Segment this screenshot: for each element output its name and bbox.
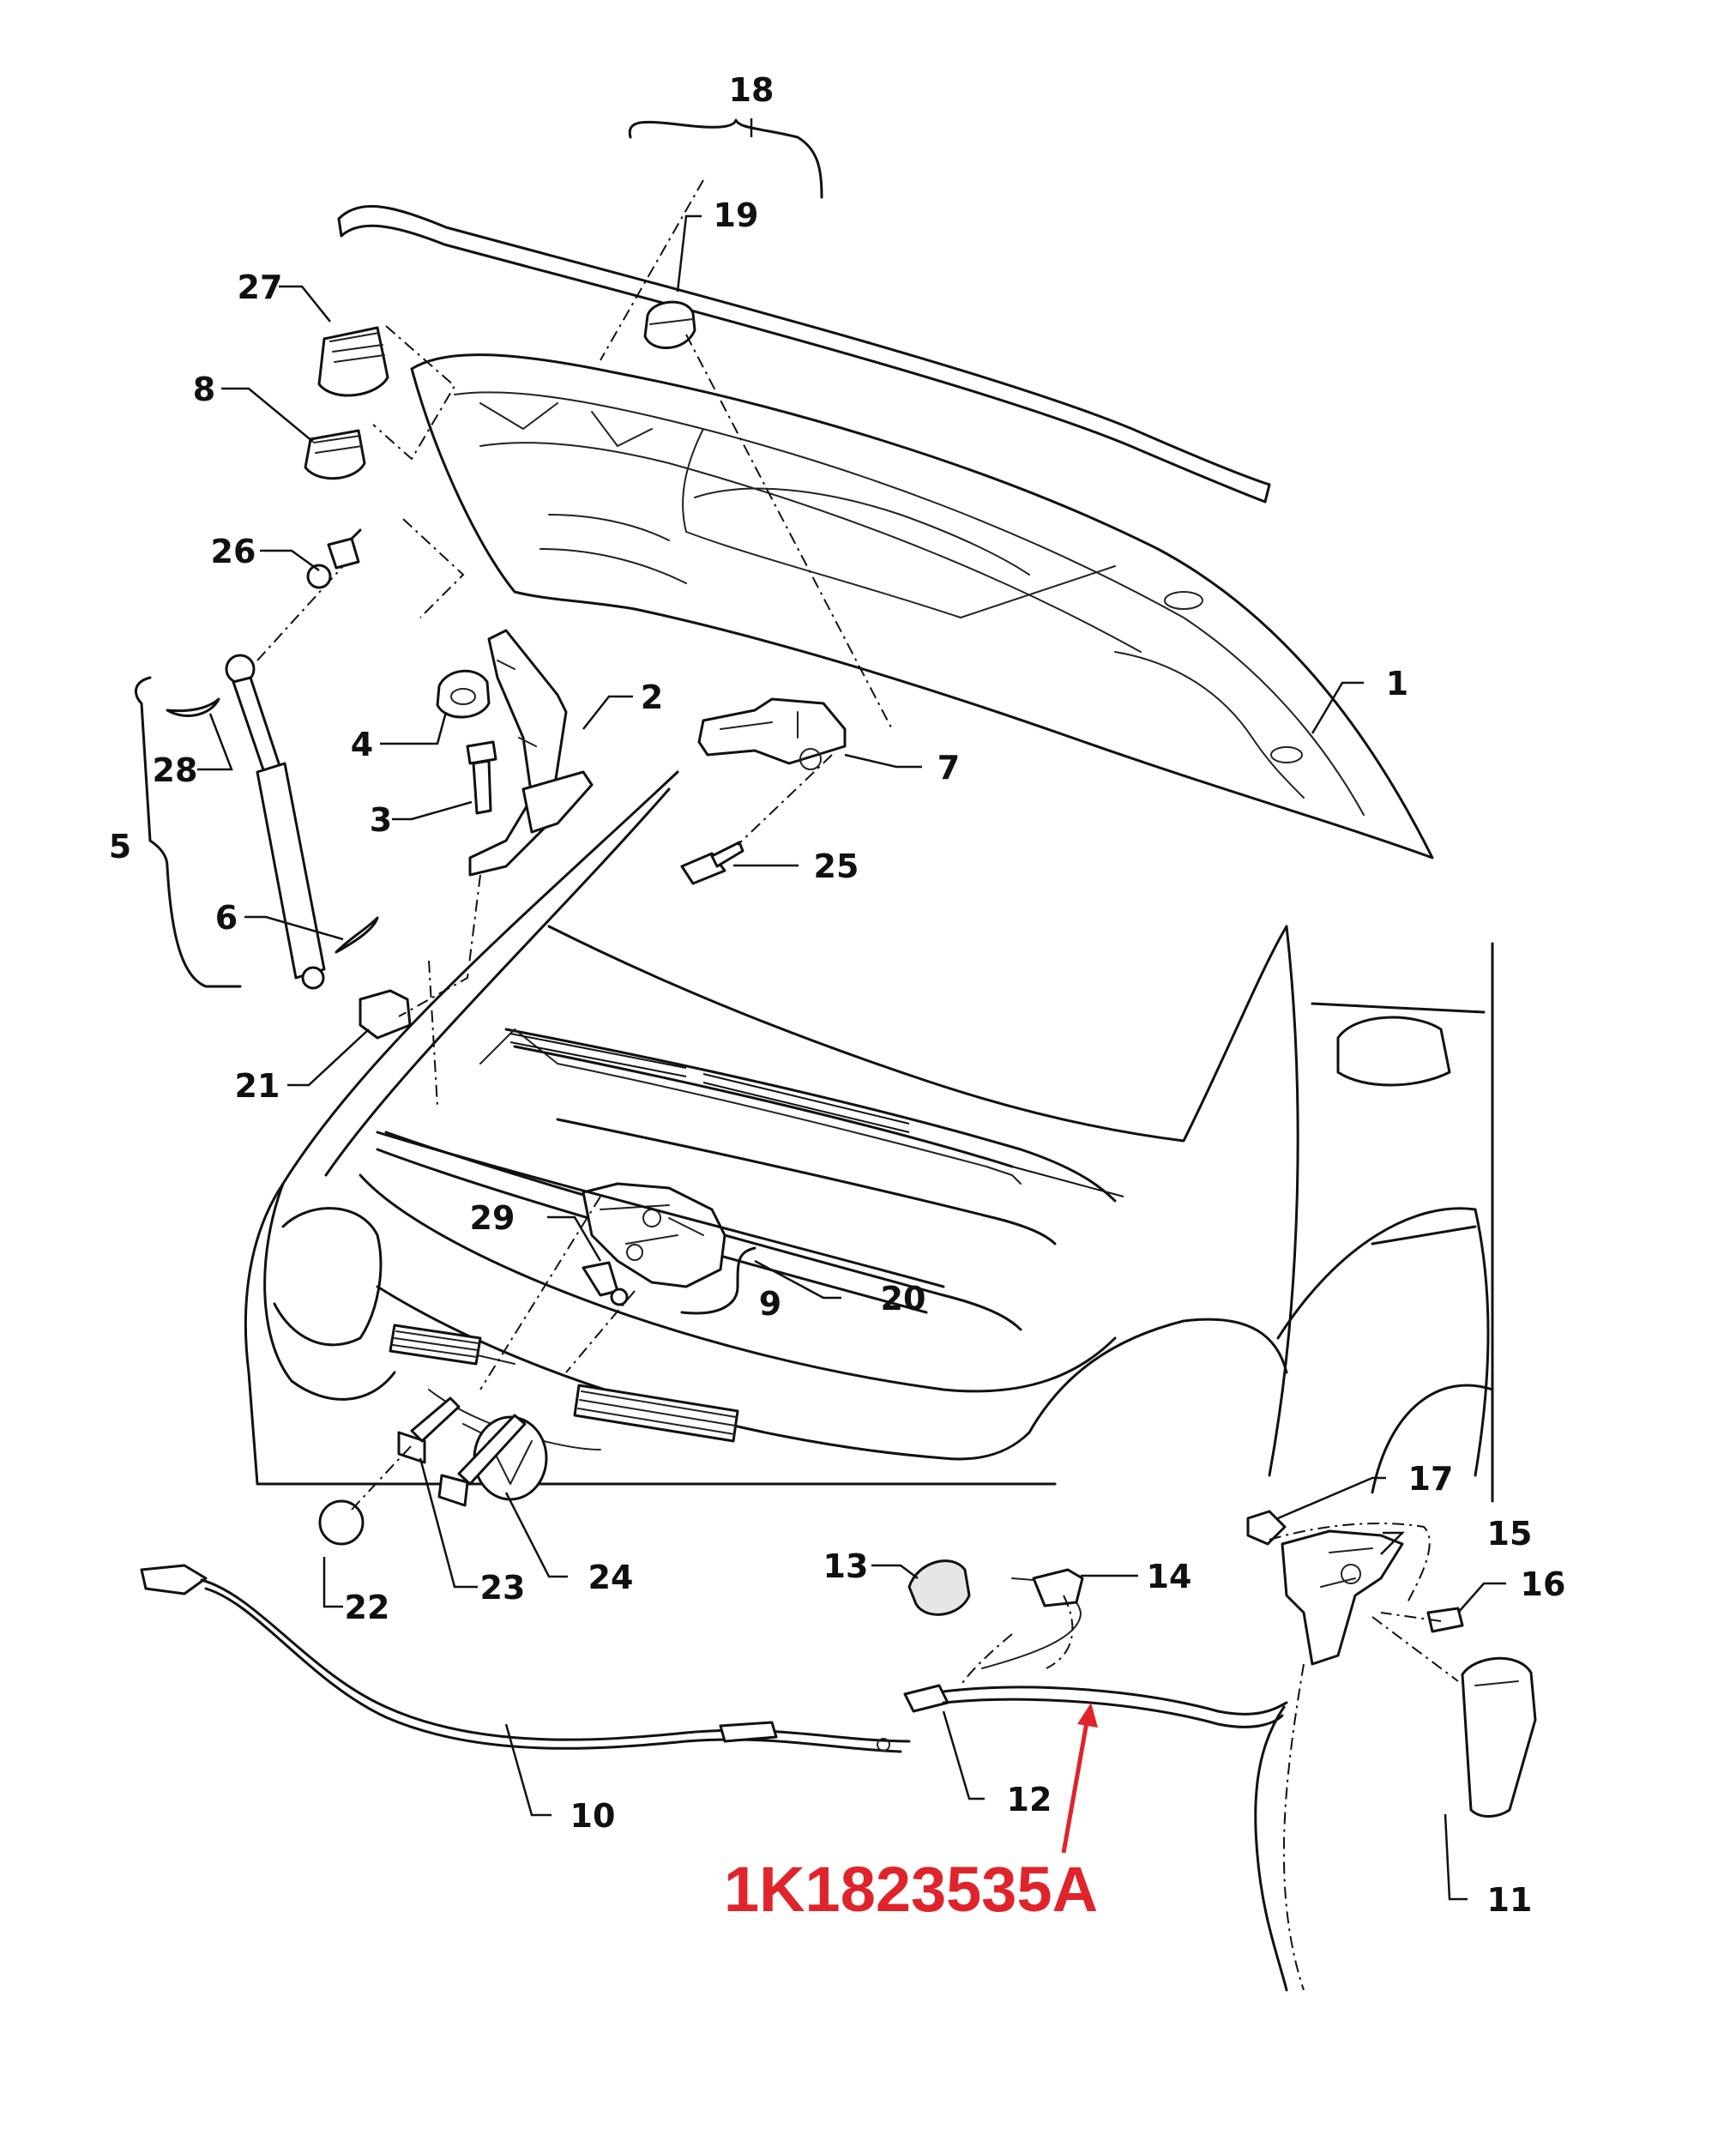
cap-22 <box>318 1499 365 1546</box>
spring-14 <box>1011 1568 1084 1607</box>
lock-lever <box>582 1261 629 1306</box>
assembly-lines <box>256 179 1459 1991</box>
label-3: 3 <box>370 801 392 839</box>
label-4: 4 <box>351 726 373 763</box>
striker-screw <box>680 841 744 885</box>
bracket-9 <box>680 1246 756 1315</box>
label-17: 17 <box>1408 1460 1454 1498</box>
seal-20 <box>376 1131 945 1288</box>
label-1: 1 <box>1386 665 1408 703</box>
clip-17 <box>1246 1510 1287 1546</box>
label-16: 16 <box>1521 1565 1566 1603</box>
release-cable <box>140 1564 911 1753</box>
label-18: 18 <box>729 71 775 109</box>
hinge-nut <box>436 669 491 719</box>
ball-stud <box>306 528 362 589</box>
label-23: 23 <box>480 1569 526 1607</box>
label-9: 9 <box>759 1285 781 1323</box>
part-number-highlight: 1K1823535A <box>724 1854 1098 1925</box>
label-6: 6 <box>215 899 238 937</box>
leader-lines <box>197 118 1506 1901</box>
label-15: 15 <box>1487 1515 1533 1553</box>
hood-panel <box>410 353 1434 859</box>
hood-lock <box>582 1182 726 1288</box>
label-13: 13 <box>823 1547 869 1585</box>
label-29: 29 <box>470 1199 515 1237</box>
label-14: 14 <box>1147 1558 1192 1595</box>
label-2: 2 <box>641 678 663 716</box>
rubber-bump-stop-27 <box>317 326 389 397</box>
hinge-bolt <box>466 740 497 815</box>
label-11: 11 <box>1487 1881 1533 1919</box>
bracket-15 <box>1281 1529 1404 1666</box>
bracket-18 <box>628 118 823 199</box>
grip-11 <box>1461 1656 1537 1818</box>
label-12: 12 <box>1007 1781 1052 1818</box>
label-8: 8 <box>193 371 215 408</box>
rubber-bump-stop-19 <box>643 300 696 349</box>
gas-strut <box>225 654 326 990</box>
screw-16 <box>1426 1607 1464 1633</box>
label-20: 20 <box>881 1280 926 1318</box>
label-24: 24 <box>588 1559 634 1596</box>
label-21: 21 <box>235 1067 280 1105</box>
label-10: 10 <box>570 1797 616 1835</box>
bolt-23 <box>397 1396 461 1464</box>
label-19: 19 <box>714 196 759 234</box>
strut-bracket <box>134 676 242 988</box>
release-handle-13 <box>907 1559 971 1616</box>
car-body <box>244 770 1494 1503</box>
strut-clip-28 <box>166 697 220 717</box>
label-27: 27 <box>238 268 283 306</box>
strut-clip-6 <box>335 916 379 954</box>
callout-numbers: 18 19 27 8 26 1 2 4 7 28 3 5 25 6 21 29 … <box>109 71 1566 1925</box>
hood-hinge <box>468 629 594 877</box>
label-5: 5 <box>109 828 131 865</box>
bowden-cable <box>903 1595 1288 1992</box>
label-26: 26 <box>211 533 256 570</box>
label-28: 28 <box>153 751 198 789</box>
rubber-bump-stop-8 <box>304 429 366 480</box>
label-7: 7 <box>937 749 960 787</box>
hood-seal <box>337 205 1271 504</box>
label-25: 25 <box>814 847 859 885</box>
hood-lock-striker <box>697 697 847 770</box>
label-22: 22 <box>345 1589 390 1626</box>
bolt-24 <box>437 1414 527 1507</box>
